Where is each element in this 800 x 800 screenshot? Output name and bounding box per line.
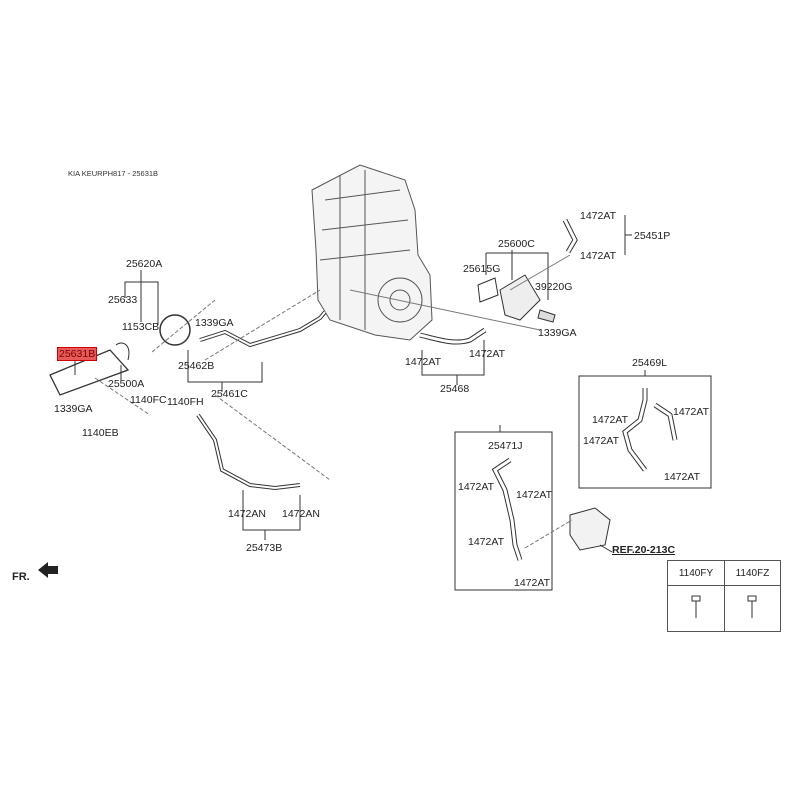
part-label-25461C[interactable]: 25461C bbox=[211, 388, 248, 400]
part-label-25633[interactable]: 25633 bbox=[108, 294, 138, 306]
bolt-table: 1140FY 1140FZ bbox=[667, 560, 782, 632]
part-label-1140FH[interactable]: 1140FH bbox=[167, 396, 204, 408]
part-label-1472AT[interactable]: 1472AT bbox=[580, 250, 616, 262]
part-label-25631B-highlighted[interactable]: 25631B bbox=[57, 347, 98, 361]
front-arrow-icon bbox=[38, 562, 58, 578]
part-label-1472AN[interactable]: 1472AN bbox=[282, 508, 320, 520]
bolt-header-1140FY[interactable]: 1140FY bbox=[667, 560, 725, 586]
part-label-25462B[interactable]: 25462B bbox=[178, 360, 215, 372]
part-label-1472AT[interactable]: 1472AT bbox=[458, 481, 494, 493]
part-label-1472AT[interactable]: 1472AT bbox=[592, 414, 628, 426]
diagram-title: KIA KEURPH817 - 25631B bbox=[68, 169, 159, 178]
engine-block bbox=[311, 164, 433, 341]
part-label-1472AT[interactable]: 1472AT bbox=[514, 577, 550, 589]
part-label-25451P[interactable]: 25451P bbox=[634, 230, 671, 242]
part-label-39220G[interactable]: 39220G bbox=[535, 281, 573, 293]
part-label-1339GA[interactable]: 1339GA bbox=[54, 403, 93, 415]
part-label-25620A[interactable]: 25620A bbox=[126, 258, 163, 270]
part-label-1140EB[interactable]: 1140EB bbox=[82, 427, 119, 439]
bolt-icon bbox=[667, 585, 725, 632]
part-label-1472AT[interactable]: 1472AT bbox=[469, 348, 505, 360]
part-label-1472AT[interactable]: 1472AT bbox=[468, 536, 504, 548]
part-label-1153CB[interactable]: 1153CB bbox=[122, 321, 160, 333]
part-label-1472AN[interactable]: 1472AN bbox=[228, 508, 266, 520]
part-label-25500A[interactable]: 25500A bbox=[108, 378, 145, 390]
part-label-25469L[interactable]: 25469L bbox=[632, 357, 668, 369]
part-label-1472AT[interactable]: 1472AT bbox=[664, 471, 700, 483]
part-label-1339GA[interactable]: 1339GA bbox=[538, 327, 577, 339]
reference-label[interactable]: REF.20-213C bbox=[612, 544, 676, 556]
part-label-1472AT[interactable]: 1472AT bbox=[583, 435, 619, 447]
part-label-1472AT[interactable]: 1472AT bbox=[673, 406, 709, 418]
part-label-1140FC[interactable]: 1140FC bbox=[130, 394, 167, 406]
part-label-1472AT[interactable]: 1472AT bbox=[516, 489, 552, 501]
bolt-header-1140FZ[interactable]: 1140FZ bbox=[723, 560, 782, 586]
part-label-1339GA[interactable]: 1339GA bbox=[195, 317, 234, 329]
part-label-25473B[interactable]: 25473B bbox=[246, 542, 283, 554]
part-label-1472AT[interactable]: 1472AT bbox=[405, 356, 441, 368]
part-label-25468[interactable]: 25468 bbox=[440, 383, 470, 395]
part-label-25600C[interactable]: 25600C bbox=[498, 238, 535, 250]
front-direction-label: FR. bbox=[12, 571, 30, 583]
bolt-icon bbox=[723, 585, 782, 632]
part-label-25615G[interactable]: 25615G bbox=[463, 263, 501, 275]
part-label-25471J[interactable]: 25471J bbox=[488, 440, 523, 452]
part-label-1472AT[interactable]: 1472AT bbox=[580, 210, 616, 222]
